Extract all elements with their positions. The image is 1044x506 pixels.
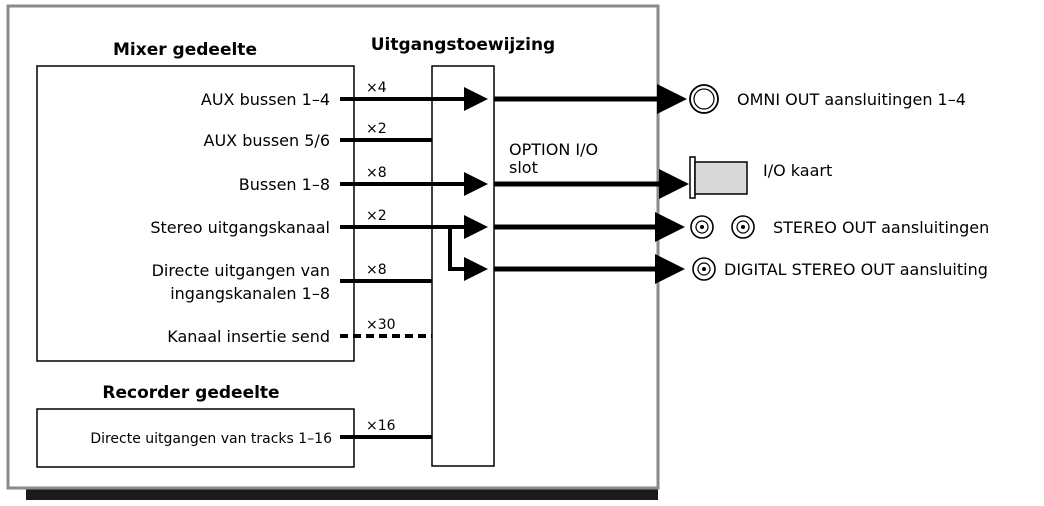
count-directe-uitgangen: ×8	[366, 262, 387, 278]
source-label-tracks-1-16: Directe uitgangen van tracks 1–16	[90, 431, 332, 447]
count-bussen-1-8: ×8	[366, 165, 387, 181]
option-slot-label-line2: slot	[509, 158, 538, 177]
stereo-out-label: STEREO OUT aansluitingen	[773, 218, 989, 237]
count-aux-5-6: ×2	[366, 121, 387, 137]
count-insertie-send: ×30	[366, 317, 396, 333]
source-label-directe-uitgangen-line1: Directe uitgangen van	[152, 261, 330, 280]
source-label-stereo-kanaal: Stereo uitgangskanaal	[150, 218, 330, 237]
mixer-section-title: Mixer gedeelte	[113, 40, 257, 60]
mixer-section-box	[36, 65, 355, 362]
count-stereo-kanaal: ×2	[366, 208, 387, 224]
stereo-out-connector-icon	[690, 215, 755, 239]
recorder-section-box	[36, 408, 355, 468]
assignment-box	[431, 65, 495, 467]
source-label-aux-1-4: AUX bussen 1–4	[201, 90, 330, 109]
io-card-label: I/O kaart	[763, 161, 832, 180]
io-card-icon	[689, 156, 748, 199]
line-stereo-branch	[448, 227, 488, 281]
count-tracks-1-16: ×16	[366, 418, 396, 434]
source-label-bussen-1-8: Bussen 1–8	[239, 175, 330, 194]
omni-out-label: OMNI OUT aansluitingen 1–4	[737, 90, 966, 109]
assignment-title: Uitgangstoewijzing	[371, 35, 555, 55]
source-label-aux-5-6: AUX bussen 5/6	[204, 131, 331, 150]
source-label-directe-uitgangen-line2: ingangskanalen 1–8	[170, 284, 330, 303]
omni-out-connector-icon	[689, 84, 719, 114]
option-slot-label-line1: OPTION I/O	[509, 140, 598, 159]
digital-stereo-out-connector-icon	[692, 257, 716, 281]
digital-stereo-out-label: DIGITAL STEREO OUT aansluiting	[724, 260, 988, 279]
recorder-section-title: Recorder gedeelte	[102, 383, 279, 403]
count-aux-1-4: ×4	[366, 80, 387, 96]
source-label-insertie-send: Kanaal insertie send	[167, 327, 330, 346]
